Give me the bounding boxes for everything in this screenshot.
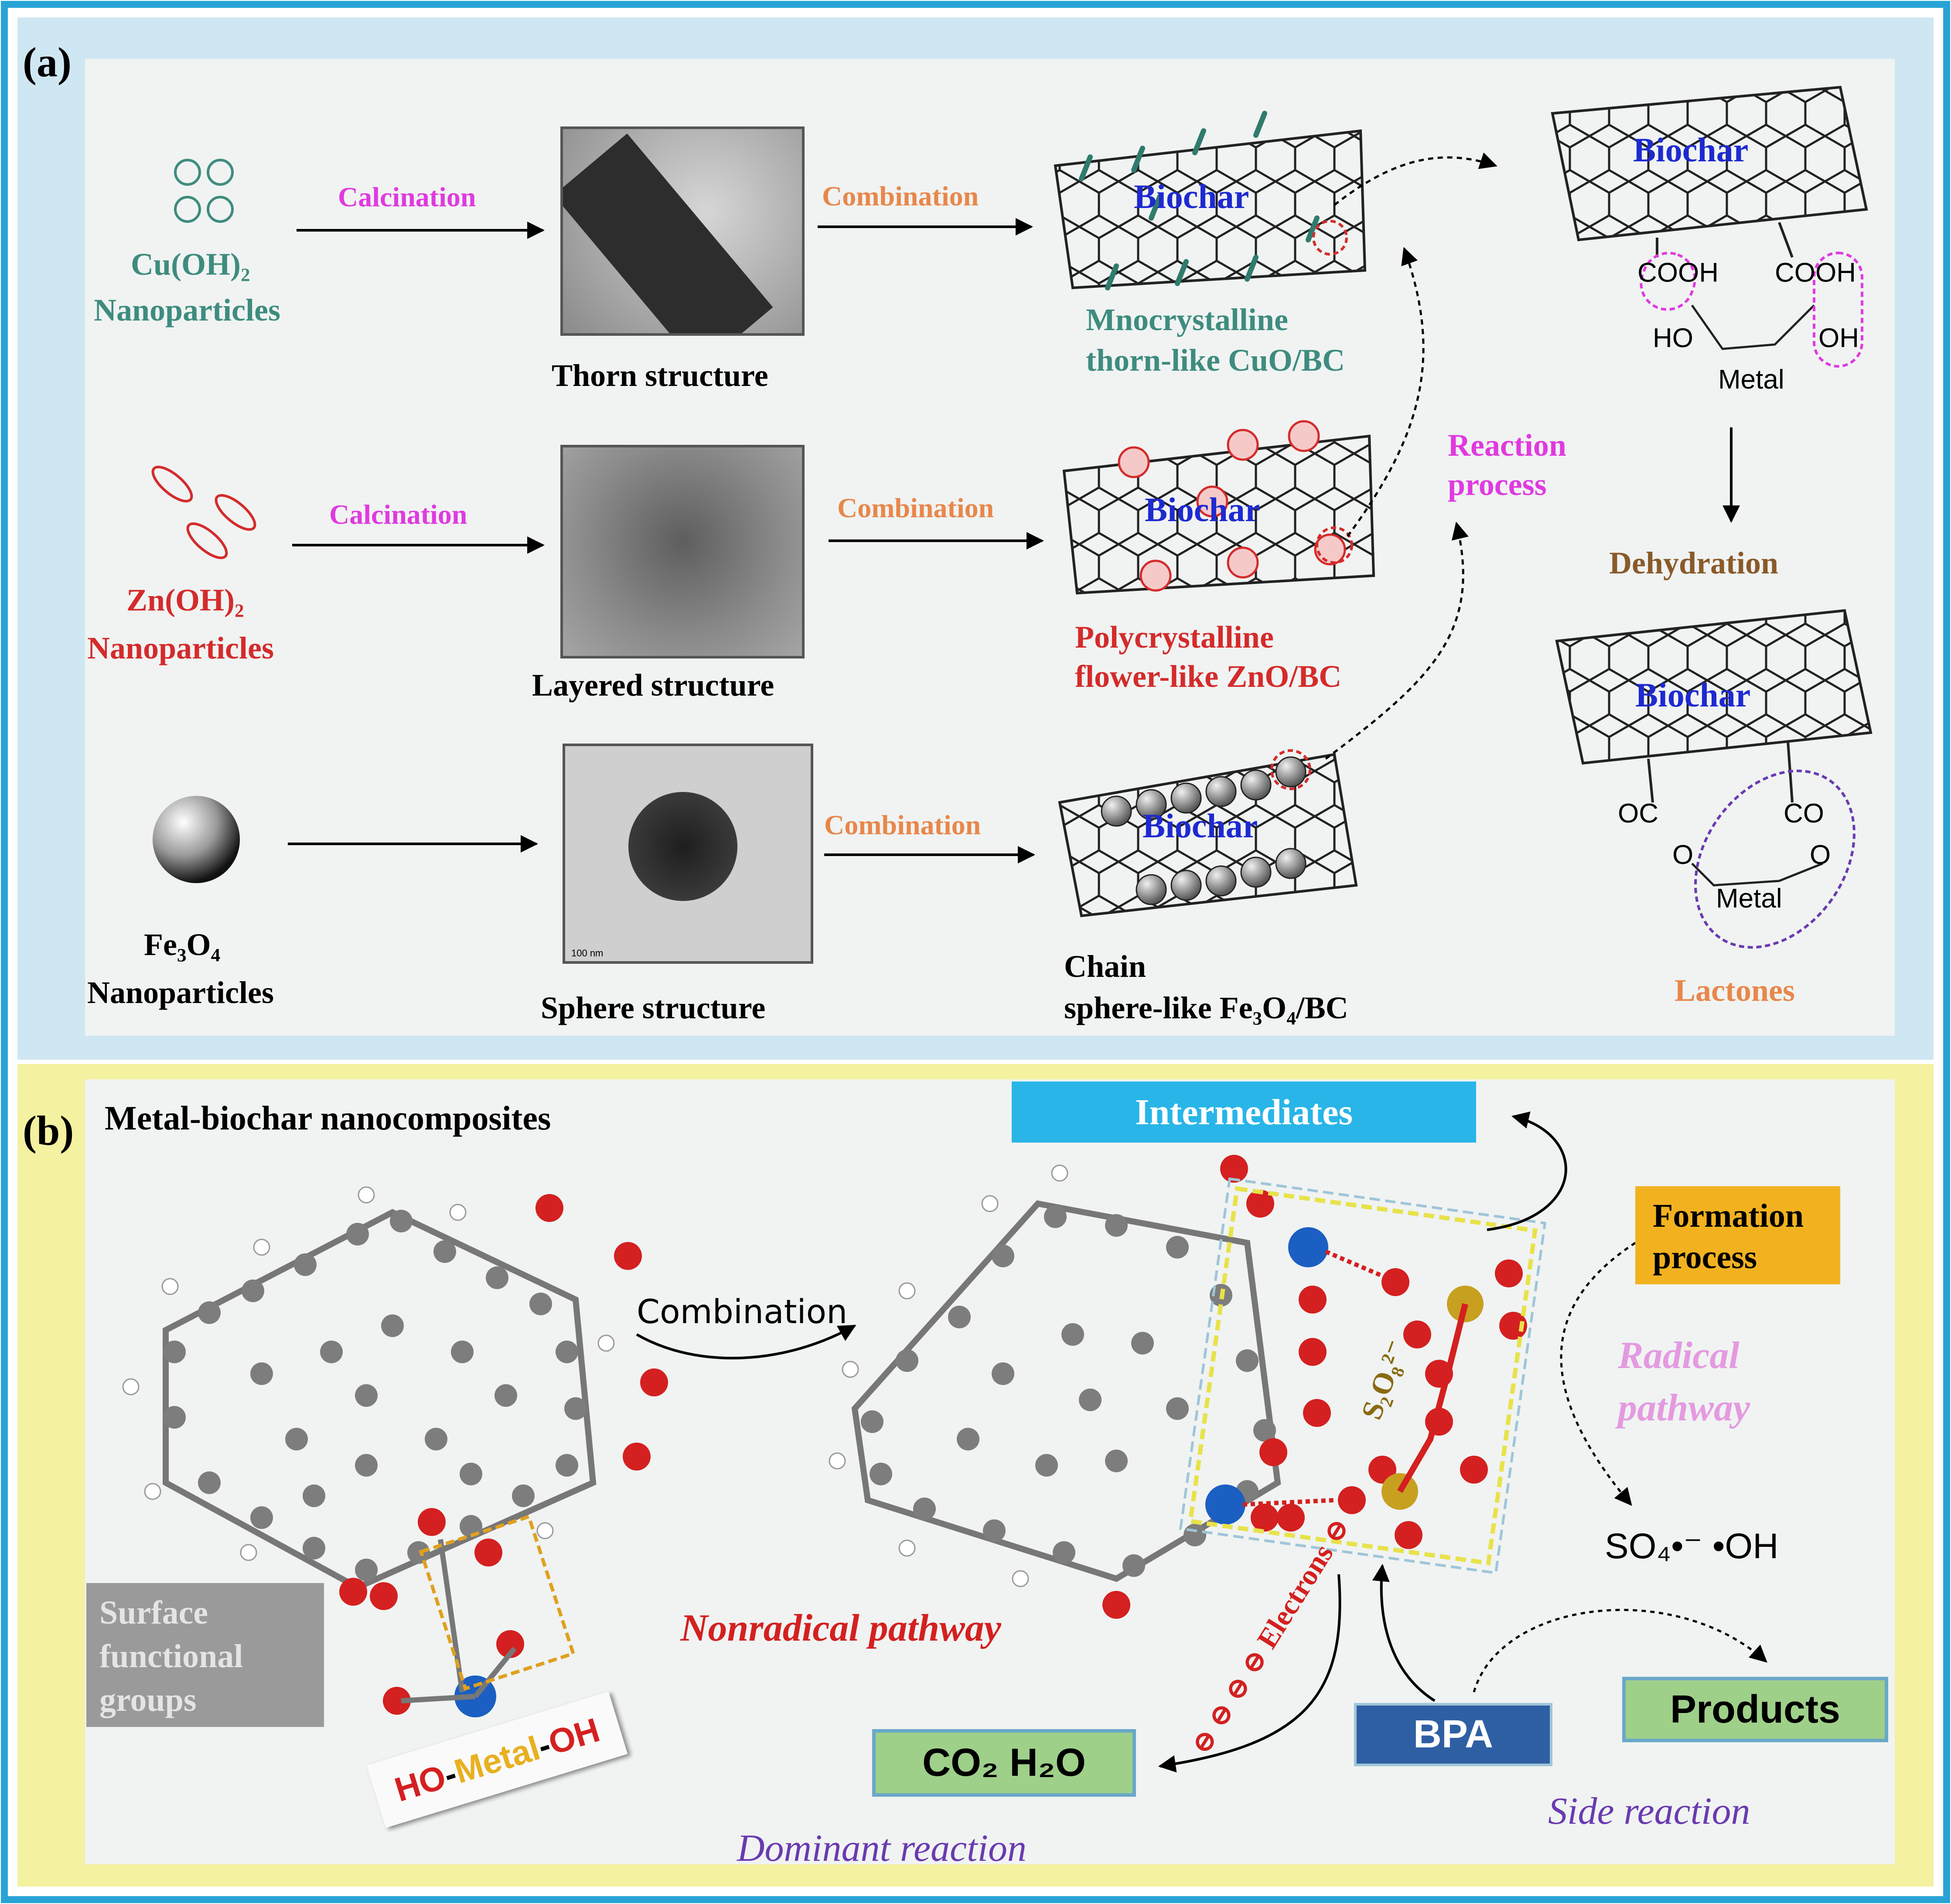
mech-bottom-o-right: O bbox=[1810, 840, 1831, 870]
calcination-label-2: Calcination bbox=[329, 499, 467, 530]
biochar-label-3: Biochar bbox=[1143, 807, 1258, 845]
fe-precursor-label: Nanoparticles bbox=[87, 975, 274, 1010]
products-box: Products bbox=[1622, 1677, 1888, 1742]
cu-precursor-formula: Cu(OH)₂ bbox=[131, 247, 250, 282]
zn-oh2-particles bbox=[151, 465, 256, 560]
zno-composite-line2: flower-like ZnO/BC bbox=[1075, 659, 1342, 694]
radical-dotted-arrow bbox=[1560, 1242, 1636, 1506]
cuo-composite-line1: Mnocrystalline bbox=[1086, 302, 1288, 337]
thorn-structure-label: Thorn structure bbox=[552, 358, 768, 393]
nonradical-pathway-label: Nonradical pathway bbox=[680, 1607, 1001, 1649]
co2-h2o-box: CO₂ H₂O bbox=[872, 1729, 1136, 1797]
dominant-reaction-label: Dominant reaction bbox=[737, 1827, 1027, 1870]
tem-image-layered bbox=[560, 445, 805, 659]
surface-groups-line1: Surface bbox=[99, 1594, 208, 1631]
biochar-zno-composite bbox=[1062, 420, 1375, 595]
surface-groups-line2: functional bbox=[99, 1638, 243, 1675]
combination-label-3: Combination bbox=[824, 809, 981, 840]
combination-label-2: Combination bbox=[837, 492, 994, 523]
fe-precursor-formula: Fe₃O₄ bbox=[144, 927, 221, 962]
mechanism-bottom-biochar bbox=[1555, 609, 1873, 949]
formation-process-box: Formation process bbox=[1635, 1186, 1840, 1284]
mech-bottom-oc: OC bbox=[1618, 798, 1658, 829]
formation-line1: Formation bbox=[1653, 1198, 1804, 1234]
formation-line2: process bbox=[1653, 1239, 1757, 1276]
reaction-process-line2: process bbox=[1448, 467, 1547, 502]
to-intermediates-arrow bbox=[1487, 1111, 1567, 1231]
tem-image-sphere: 100 nm bbox=[563, 744, 813, 964]
cu-precursor-label: Nanoparticles bbox=[94, 293, 280, 328]
tem-scale-sphere: 100 nm bbox=[571, 948, 604, 959]
electrons-arrow bbox=[1158, 1574, 1341, 1773]
cuo-composite-line2: thorn-like CuO/BC bbox=[1086, 343, 1345, 378]
panel-b-title: Metal-biochar nanocomposites bbox=[105, 1099, 551, 1137]
tem-image-thorn bbox=[560, 126, 805, 336]
mech-top-cooh-left: COOH bbox=[1637, 258, 1719, 288]
panel-b-label: (b) bbox=[23, 1107, 74, 1154]
radical-pathway-line2: pathway bbox=[1618, 1387, 1750, 1429]
mech-bottom-metal: Metal bbox=[1716, 884, 1782, 914]
mech-top-metal: Metal bbox=[1718, 365, 1784, 395]
reaction-process-line1: Reaction bbox=[1448, 428, 1566, 463]
combination-handwritten: Combination bbox=[637, 1292, 848, 1331]
panel-a-label: (a) bbox=[23, 39, 72, 85]
fe-composite-line1: Chain bbox=[1064, 949, 1146, 984]
metal-text: Metal bbox=[450, 1728, 545, 1791]
layered-structure-label: Layered structure bbox=[532, 668, 774, 703]
dehydration-label: Dehydration bbox=[1609, 546, 1779, 580]
combination-label-1: Combination bbox=[822, 181, 979, 212]
reaction-process-arrows bbox=[1325, 152, 1497, 760]
mech-top-oh: OH bbox=[1818, 323, 1859, 353]
graphene-molecule-right bbox=[829, 1155, 1547, 1619]
lactones-label: Lactones bbox=[1675, 973, 1795, 1008]
mech-top-ho: HO bbox=[1653, 323, 1693, 353]
biochar-cuo-composite bbox=[1054, 111, 1367, 290]
biochar-label-2: Biochar bbox=[1145, 491, 1260, 529]
combination-curved-arrow bbox=[636, 1324, 856, 1360]
mechanism-top-biochar bbox=[1551, 85, 1868, 368]
fe3o4-sphere bbox=[153, 796, 240, 883]
mech-bottom-biochar-label: Biochar bbox=[1635, 676, 1751, 714]
graphene-molecule-left bbox=[122, 1186, 668, 1717]
zno-composite-line1: Polycrystalline bbox=[1075, 620, 1274, 655]
oh-text: OH bbox=[544, 1710, 604, 1762]
biochar-label-1: Biochar bbox=[1134, 177, 1249, 215]
mech-bottom-o-left: O bbox=[1672, 840, 1694, 870]
zn-precursor-formula: Zn(OH)₂ bbox=[126, 583, 244, 618]
surface-groups-box: Surface functional groups bbox=[86, 1583, 324, 1727]
cu-oh2-particles bbox=[174, 159, 234, 223]
side-reaction-label: Side reaction bbox=[1548, 1790, 1750, 1832]
surface-groups-line3: groups bbox=[99, 1682, 197, 1718]
mech-top-biochar-label: Biochar bbox=[1633, 131, 1749, 169]
fe-composite-line2: sphere-like Fe₃O₄/BC bbox=[1064, 990, 1348, 1025]
mech-top-cooh-right: COOH bbox=[1775, 258, 1856, 288]
zn-precursor-label: Nanoparticles bbox=[87, 631, 274, 665]
bpa-up-arrow bbox=[1372, 1564, 1436, 1702]
radical-pathway-line1: Radical bbox=[1618, 1334, 1740, 1377]
calcination-label-1: Calcination bbox=[338, 181, 476, 212]
radicals-label: SO₄•⁻ •OH bbox=[1605, 1526, 1779, 1566]
mech-bottom-co: CO bbox=[1784, 798, 1824, 829]
bpa-box: BPA bbox=[1354, 1703, 1552, 1766]
intermediates-box: Intermediates bbox=[1012, 1082, 1476, 1143]
biochar-fe3o4-composite bbox=[1058, 749, 1358, 918]
sphere-structure-label: Sphere structure bbox=[541, 990, 766, 1025]
